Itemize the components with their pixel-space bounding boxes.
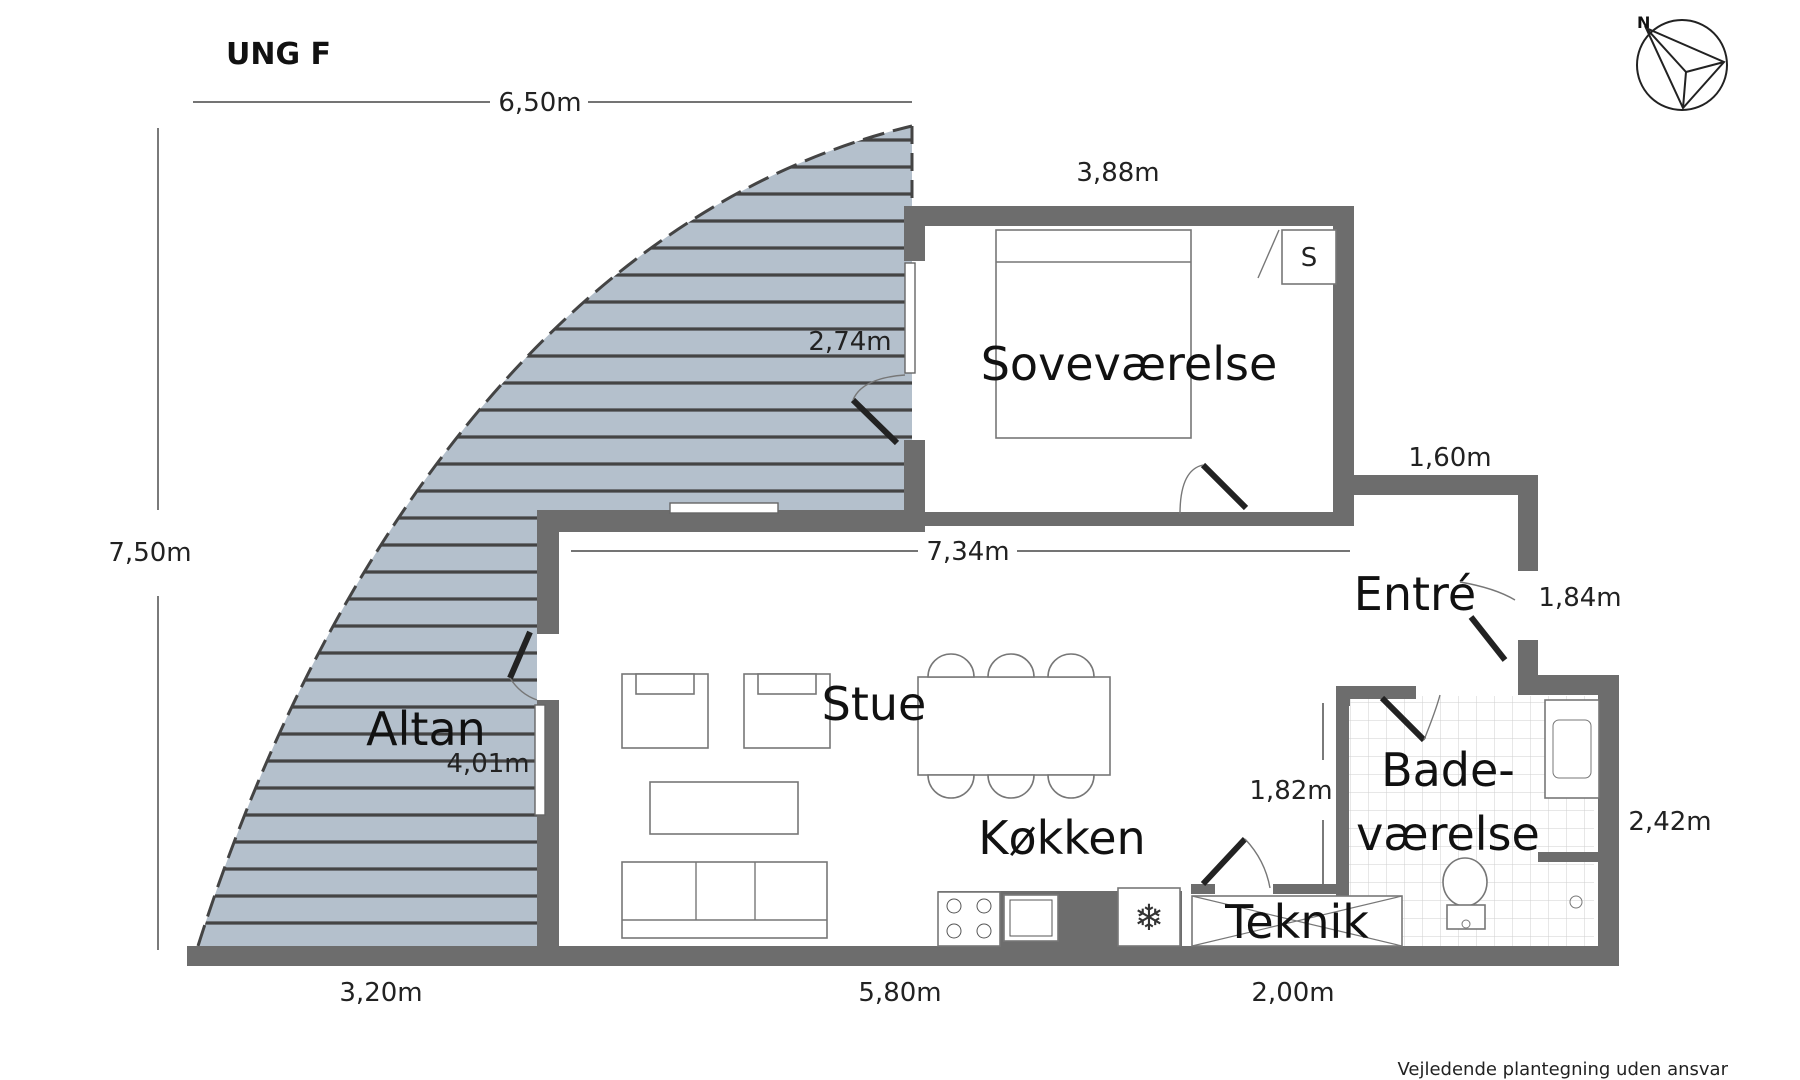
dim-technical-depth: 1,82m [1249, 776, 1332, 806]
window-living-north [669, 502, 779, 514]
dim-bedroom-width: 3,88m [1076, 158, 1159, 188]
fridge [1117, 887, 1181, 947]
unit-title: UNG F [226, 37, 331, 72]
kitchen-counter: ❄ [937, 887, 1182, 947]
room-label-living: Stue [822, 677, 927, 731]
closet-mark: S [1301, 243, 1318, 273]
room-label-kitchen: Køkken [978, 811, 1145, 865]
balcony-area [196, 124, 914, 947]
room-label-balcony: Altan [366, 702, 486, 756]
closet-box [1281, 229, 1337, 285]
svg-text:❄: ❄ [1134, 898, 1164, 939]
dim-total-height: 7,50m [108, 538, 191, 568]
dimension-lines [157, 101, 1350, 950]
north-label: N [1637, 13, 1650, 32]
walls [187, 206, 1619, 966]
window-bedroom-west [904, 262, 916, 374]
room-label-bedroom: Soveværelse [981, 337, 1278, 391]
dim-entrance-depth: 1,84m [1538, 583, 1621, 613]
room-label-bathroom-1: Bade- [1381, 743, 1515, 797]
stove [937, 891, 1001, 947]
dim-bottom-left: 3,20m [339, 978, 422, 1008]
room-label-bathroom-2: værelse [1356, 807, 1540, 861]
north-compass-icon: N [1636, 13, 1728, 111]
disclaimer: Vejledende plantegning uden ansvar [1397, 1059, 1728, 1080]
dim-bottom-right: 2,00m [1251, 978, 1334, 1008]
dim-balcony-top: 6,50m [498, 88, 581, 118]
balcony-fill [198, 126, 912, 946]
window-living-west [534, 704, 546, 816]
doors [507, 374, 1516, 889]
bathroom-fixtures [1442, 699, 1600, 930]
room-label-entrance: Entré [1354, 567, 1476, 621]
room-label-technical: Teknik [1224, 895, 1369, 949]
dim-bottom-mid: 5,80m [858, 978, 941, 1008]
dim-living-width: 7,34m [926, 537, 1009, 567]
dim-balcony-wall: 4,01m [446, 749, 529, 779]
balcony-edge [196, 124, 913, 947]
dim-entrance-width: 1,60m [1408, 443, 1491, 473]
dim-balcony-door-wall: 2,74m [808, 327, 891, 357]
sink [1003, 894, 1059, 942]
bed [995, 229, 1192, 439]
living-furniture [621, 653, 1111, 939]
dim-bathroom-depth: 2,42m [1628, 807, 1711, 837]
